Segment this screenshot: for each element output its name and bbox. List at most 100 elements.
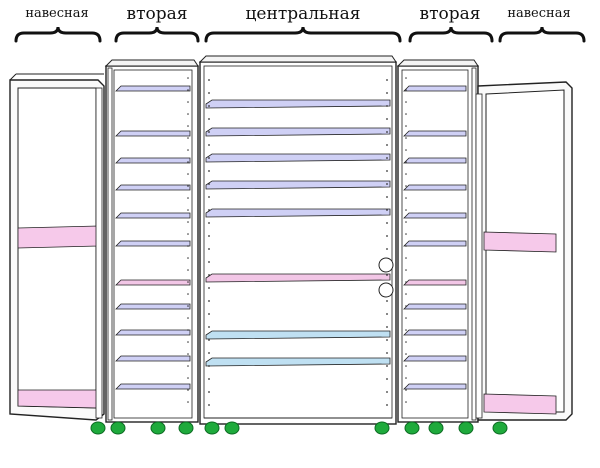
peg-hole bbox=[386, 170, 388, 172]
peg-hole bbox=[187, 293, 189, 295]
brace-right-hanging bbox=[498, 26, 586, 43]
peg-hole bbox=[208, 326, 210, 328]
peg-hole bbox=[386, 313, 388, 315]
peg-hole bbox=[208, 79, 210, 81]
peg-hole bbox=[208, 378, 210, 380]
peg-hole bbox=[208, 196, 210, 198]
peg-hole bbox=[386, 326, 388, 328]
cabinet-foot bbox=[374, 421, 390, 435]
peg-hole bbox=[187, 269, 189, 271]
right-second-cabinet-shelf bbox=[403, 303, 467, 310]
peg-hole bbox=[187, 401, 189, 403]
peg-hole bbox=[405, 113, 407, 115]
central-cabinet-body bbox=[199, 61, 397, 425]
peg-hole bbox=[386, 131, 388, 133]
peg-hole bbox=[386, 196, 388, 198]
peg-hole bbox=[187, 113, 189, 115]
left-second-cabinet-shelf bbox=[115, 184, 191, 191]
cabinet-foot bbox=[428, 421, 444, 435]
peg-hole bbox=[386, 404, 388, 406]
peg-hole bbox=[187, 245, 189, 247]
central-shelf bbox=[205, 330, 391, 340]
left-second-cabinet-shelf bbox=[115, 130, 191, 137]
peg-hole bbox=[208, 131, 210, 133]
peg-hole bbox=[187, 137, 189, 139]
label-central: центральная bbox=[245, 4, 361, 24]
peg-hole bbox=[187, 365, 189, 367]
peg-hole bbox=[187, 149, 189, 151]
central-shelf bbox=[205, 208, 391, 218]
central-shelf bbox=[205, 273, 391, 283]
left-second-cabinet-top bbox=[104, 59, 199, 67]
peg-hole bbox=[405, 221, 407, 223]
peg-hole bbox=[386, 144, 388, 146]
cabinet-foot bbox=[178, 421, 194, 435]
peg-hole bbox=[187, 173, 189, 175]
cabinet-foot bbox=[458, 421, 474, 435]
left-second-cabinet-inner bbox=[113, 69, 193, 419]
peg-hole bbox=[187, 377, 189, 379]
right-second-cabinet-shelf bbox=[403, 157, 467, 164]
peg-hole bbox=[405, 149, 407, 151]
peg-hole bbox=[187, 197, 189, 199]
peg-hole bbox=[187, 101, 189, 103]
peg-hole bbox=[208, 352, 210, 354]
peg-hole bbox=[208, 222, 210, 224]
peg-hole bbox=[405, 185, 407, 187]
label-right-hanging: навесная bbox=[507, 6, 571, 21]
cabinet-foot bbox=[404, 421, 420, 435]
peg-hole bbox=[386, 105, 388, 107]
peg-hole bbox=[405, 161, 407, 163]
peg-hole bbox=[405, 125, 407, 127]
peg-hole bbox=[187, 233, 189, 235]
peg-hole bbox=[208, 261, 210, 263]
hinge-circle bbox=[378, 282, 394, 298]
peg-hole bbox=[386, 183, 388, 185]
peg-hole bbox=[405, 305, 407, 307]
peg-hole bbox=[208, 339, 210, 341]
peg-hole bbox=[208, 404, 210, 406]
central-shelf bbox=[205, 127, 391, 137]
left-second-cabinet-side bbox=[107, 67, 113, 421]
left-door-edge bbox=[95, 87, 103, 419]
label-left-hanging: навесная bbox=[25, 6, 89, 21]
peg-hole bbox=[386, 92, 388, 94]
central-shelf bbox=[205, 153, 391, 163]
peg-hole bbox=[187, 353, 189, 355]
peg-hole bbox=[405, 365, 407, 367]
peg-hole bbox=[386, 79, 388, 81]
peg-hole bbox=[187, 77, 189, 79]
peg-hole bbox=[187, 341, 189, 343]
peg-hole bbox=[208, 105, 210, 107]
right-second-cabinet-shelf bbox=[403, 329, 467, 336]
peg-hole bbox=[187, 209, 189, 211]
cabinet-foot bbox=[224, 421, 240, 435]
peg-hole bbox=[208, 183, 210, 185]
peg-hole bbox=[386, 235, 388, 237]
cabinet-foot bbox=[204, 421, 220, 435]
peg-hole bbox=[405, 209, 407, 211]
peg-hole bbox=[187, 125, 189, 127]
left-hanging-edge bbox=[9, 73, 17, 81]
left-second-cabinet-shelf bbox=[115, 85, 191, 92]
peg-hole bbox=[208, 313, 210, 315]
peg-hole bbox=[405, 233, 407, 235]
peg-hole bbox=[386, 209, 388, 211]
peg-hole bbox=[208, 365, 210, 367]
peg-hole bbox=[405, 269, 407, 271]
cabinet-foot bbox=[110, 421, 126, 435]
right-second-cabinet-shelf bbox=[403, 355, 467, 362]
central-cabinet-top bbox=[198, 55, 397, 63]
label-braces bbox=[14, 26, 586, 43]
peg-hole bbox=[187, 161, 189, 163]
left-second-cabinet-shelf bbox=[115, 355, 191, 362]
peg-hole bbox=[405, 245, 407, 247]
brace-central bbox=[204, 26, 402, 43]
peg-hole bbox=[386, 378, 388, 380]
peg-hole bbox=[405, 389, 407, 391]
peg-hole bbox=[208, 300, 210, 302]
hinge-circle bbox=[378, 257, 394, 273]
peg-hole bbox=[405, 101, 407, 103]
brace-right-second bbox=[408, 26, 494, 43]
